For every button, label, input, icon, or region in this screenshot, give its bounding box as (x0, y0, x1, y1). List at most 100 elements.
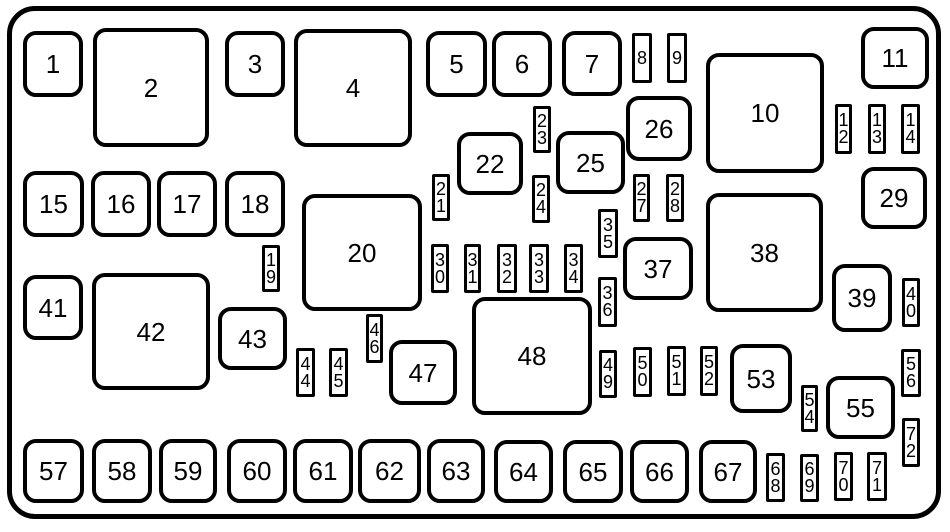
fuse-59: 59 (159, 439, 217, 503)
fuse-14-number: 1 4 (905, 110, 916, 147)
fuse-53-number: 53 (746, 363, 776, 394)
fuse-23-number: 2 3 (536, 110, 547, 148)
fuse-28: 2 8 (666, 174, 684, 222)
fuse-40-number: 4 0 (905, 283, 916, 321)
fuse-10-number: 10 (750, 98, 780, 128)
fuse-36: 3 6 (598, 277, 617, 327)
fuse-4: 4 (294, 29, 412, 147)
fuse-24-number: 2 4 (535, 180, 546, 217)
fuse-10: 10 (706, 53, 824, 173)
fuse-70: 7 0 (834, 452, 853, 501)
fuse-58: 58 (92, 439, 152, 503)
fuse-45-number: 4 5 (333, 353, 344, 391)
fuse-46-number: 4 6 (369, 319, 380, 357)
fuse-71-number: 7 1 (871, 457, 882, 495)
fuse-63: 63 (427, 439, 485, 503)
fuse-37-number: 37 (643, 253, 673, 284)
fuse-25: 25 (556, 131, 625, 194)
fuse-3: 3 (225, 31, 285, 97)
fuse-36-number: 3 6 (602, 283, 613, 320)
fuse-4-number: 4 (345, 73, 361, 103)
fuse-9-number: 9 (671, 47, 682, 68)
fuse-58-number: 58 (107, 456, 137, 486)
fuse-50: 5 0 (633, 347, 652, 397)
fuse-46: 4 6 (366, 314, 383, 363)
fuse-64-number: 64 (509, 456, 538, 487)
fuse-48-number: 48 (517, 341, 547, 371)
fuse-34-number: 3 4 (568, 249, 579, 287)
fuse-48: 48 (472, 297, 592, 415)
fuse-27: 2 7 (633, 174, 650, 222)
fuse-38: 38 (706, 193, 823, 312)
fuse-28-number: 2 8 (669, 179, 680, 216)
fuse-49-number: 4 9 (602, 355, 613, 392)
fuse-7: 7 (562, 31, 622, 96)
fuse-54: 5 4 (801, 385, 818, 432)
fuse-29-number: 29 (879, 183, 909, 213)
fuse-37: 37 (623, 237, 693, 300)
fuse-57: 57 (23, 439, 84, 503)
fuse-7-number: 7 (584, 48, 600, 79)
fuse-55: 55 (826, 376, 895, 439)
fuse-72: 7 2 (902, 418, 920, 467)
fuse-42-number: 42 (136, 316, 166, 347)
fuse-68-number: 6 8 (770, 458, 781, 496)
fuse-15-number: 15 (39, 189, 68, 219)
fuse-27-number: 2 7 (636, 179, 647, 216)
fuse-14: 1 4 (901, 104, 920, 154)
fuse-44: 4 4 (296, 348, 315, 397)
fuse-25-number: 25 (576, 147, 605, 178)
fuse-67: 67 (699, 440, 757, 503)
fuse-54-number: 5 4 (804, 389, 815, 427)
fuse-35-number: 3 5 (602, 214, 613, 252)
fuse-47-number: 47 (408, 357, 438, 388)
fuse-20: 20 (302, 194, 422, 311)
fuse-31-number: 3 1 (467, 249, 478, 287)
fuse-34: 3 4 (564, 244, 583, 293)
fuse-12-number: 1 2 (838, 110, 849, 147)
fuse-60-number: 60 (242, 456, 272, 486)
fuse-17: 17 (157, 171, 217, 237)
fuse-26-number: 26 (644, 113, 674, 144)
fuse-19-number: 1 9 (265, 249, 276, 287)
fuse-41-number: 41 (38, 292, 68, 323)
fuse-19: 1 9 (262, 245, 280, 292)
fuse-26: 26 (626, 96, 692, 161)
fuse-68: 6 8 (766, 453, 785, 502)
fuse-9: 9 (667, 33, 687, 83)
fuse-8-number: 8 (636, 47, 647, 68)
fuse-30-number: 3 0 (434, 249, 445, 287)
fuse-43-number: 43 (238, 323, 267, 354)
fuse-39: 39 (832, 264, 892, 332)
fuse-71: 7 1 (867, 452, 887, 501)
fuse-56: 5 6 (901, 349, 921, 397)
fuse-21-number: 2 1 (435, 178, 446, 216)
fuse-13-number: 1 3 (871, 110, 882, 147)
fuse-23: 2 3 (533, 106, 551, 153)
fuse-39-number: 39 (847, 283, 877, 313)
fuse-21: 2 1 (432, 174, 450, 221)
fuse-72-number: 7 2 (905, 423, 916, 461)
fuse-16: 16 (91, 171, 151, 237)
fuse-52-number: 5 2 (703, 352, 714, 389)
fuse-52: 5 2 (700, 346, 718, 396)
fuse-11-number: 11 (881, 43, 909, 73)
fuse-69: 6 9 (800, 454, 819, 502)
fuse-24: 2 4 (532, 175, 550, 223)
fuse-41: 41 (23, 275, 83, 340)
fuse-18-number: 18 (240, 189, 270, 219)
fuse-31: 3 1 (464, 244, 481, 293)
fuse-15: 15 (23, 171, 84, 237)
fuse-16-number: 16 (106, 189, 136, 219)
fuse-65: 65 (563, 440, 623, 503)
fuse-1-number: 1 (45, 49, 61, 79)
fuse-29: 29 (861, 167, 927, 229)
fuse-66-number: 66 (645, 456, 674, 487)
fuse-65-number: 65 (578, 456, 608, 487)
fuse-61-number: 61 (308, 456, 338, 486)
fuse-32: 3 2 (497, 244, 517, 293)
fuse-22: 22 (457, 132, 523, 195)
fuse-18: 18 (225, 171, 285, 237)
fuse-49: 4 9 (599, 350, 617, 398)
